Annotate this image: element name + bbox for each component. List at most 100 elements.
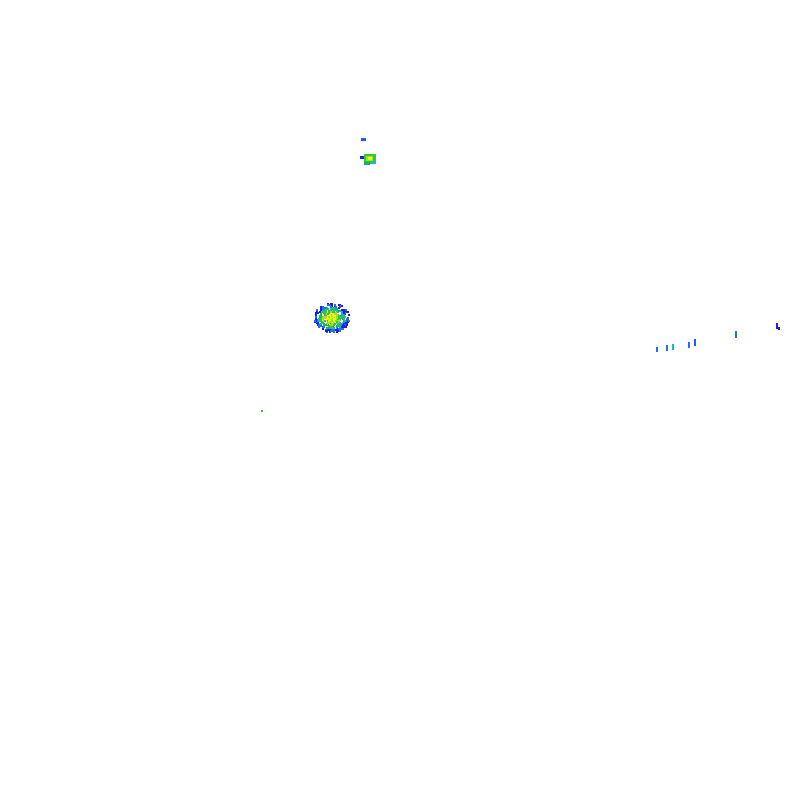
echo-pixel (340, 324, 342, 326)
echo-pixel (333, 318, 335, 320)
echo-pixel (328, 322, 330, 324)
echo-pixel (343, 326, 345, 328)
echo-pixel (332, 329, 334, 331)
echo-pixel (331, 324, 333, 326)
echo-pixel (330, 306, 332, 308)
echo-pixel (324, 320, 326, 322)
echo-pixel (325, 324, 327, 326)
echo-pixel (320, 313, 322, 315)
echo-pixel (332, 307, 334, 309)
echo-pixel (327, 304, 329, 306)
echo-pixel (341, 313, 343, 315)
echo-pixel (330, 317, 332, 319)
echo-pixel (323, 309, 325, 311)
echo-pixel (317, 322, 319, 324)
streak-echoes-east (656, 323, 780, 352)
echo-pixel (325, 311, 327, 313)
echo-pixel (338, 310, 340, 312)
echo-pixel (339, 316, 341, 318)
echo-pixel (335, 308, 337, 310)
echo-pixel (330, 321, 332, 323)
echo-pixel (320, 325, 322, 327)
echo-pixel (335, 306, 337, 308)
echo-pixel (339, 326, 341, 328)
echo-pixel (327, 327, 329, 329)
echo-pixel (333, 331, 335, 333)
echo-pixel (343, 317, 345, 319)
echo-pixel (345, 326, 347, 328)
echo-pixel (342, 328, 344, 330)
echo-pixel (324, 307, 326, 309)
echo-pixel (320, 309, 322, 311)
echo-pixel (338, 328, 340, 330)
echo-cluster-center (314, 303, 350, 333)
echo-pixel (328, 310, 330, 312)
echo-pixel (318, 320, 320, 322)
echo-pixel (335, 312, 337, 314)
echo-pixel (333, 311, 335, 313)
echo-pixel (341, 309, 343, 311)
echo-pixel (322, 306, 324, 308)
echo-pixel (321, 311, 323, 313)
echo-pixel (343, 309, 345, 311)
echo-pixel (314, 320, 316, 322)
echo-pixel (321, 322, 323, 324)
echo-pixel (343, 312, 345, 314)
echo-pixel (318, 326, 320, 328)
echo-pixel (318, 324, 320, 326)
echo-pixel (339, 330, 341, 332)
echo-pixel (331, 303, 333, 305)
echo-pixel (319, 316, 321, 318)
echo-pixel (328, 316, 330, 318)
echo-pixel (315, 312, 317, 314)
echo-pixel (319, 311, 321, 313)
echo-pixel (345, 309, 347, 311)
echo-pixel (332, 314, 334, 316)
echo-pixel (315, 318, 317, 320)
echo-pixel (322, 318, 324, 320)
echo-pixel (330, 330, 332, 332)
echo-pixel (339, 322, 341, 324)
echo-pixel (318, 318, 320, 320)
echo-pixel (323, 323, 325, 325)
echo-pixel (324, 316, 326, 318)
echo-pixel (347, 311, 349, 313)
echo-pixel (338, 304, 340, 306)
isolated-pixel-west (261, 410, 263, 412)
echo-pixel (326, 307, 328, 309)
echo-pixel (323, 311, 325, 313)
echo-pixel (315, 314, 317, 316)
echo-pixel (328, 320, 330, 322)
echo-pixel (338, 307, 340, 309)
echo-pixel (330, 311, 332, 313)
echo-pixel (315, 316, 317, 318)
echo-pixel (320, 320, 322, 322)
echo-pixel (326, 318, 328, 320)
echo-pixel (327, 313, 329, 315)
echo-pixel (347, 317, 349, 319)
echo-pixel (340, 328, 342, 330)
echo-pixel (343, 321, 345, 323)
echo-pixel (336, 317, 338, 319)
echo-pixel (330, 327, 332, 329)
echo-pixel (334, 323, 336, 325)
echo-pixel (326, 330, 328, 332)
echo-pixel (348, 314, 350, 316)
small-echo-north (360, 138, 376, 165)
echo-pixel (324, 314, 326, 316)
echo-pixel (346, 324, 348, 326)
echo-pixel (330, 309, 332, 311)
echo-pixel (328, 325, 330, 327)
echo-pixel (316, 309, 318, 311)
echo-pixel (320, 306, 322, 308)
echo-pixel (322, 328, 324, 330)
echo-pixel (335, 329, 337, 331)
echo-pixel (336, 315, 338, 317)
echo-pixel (347, 319, 349, 321)
echo-pixel (333, 320, 335, 322)
echo-pixel (336, 331, 338, 333)
echo-pixel (336, 321, 338, 323)
echo-pixel (341, 305, 343, 307)
